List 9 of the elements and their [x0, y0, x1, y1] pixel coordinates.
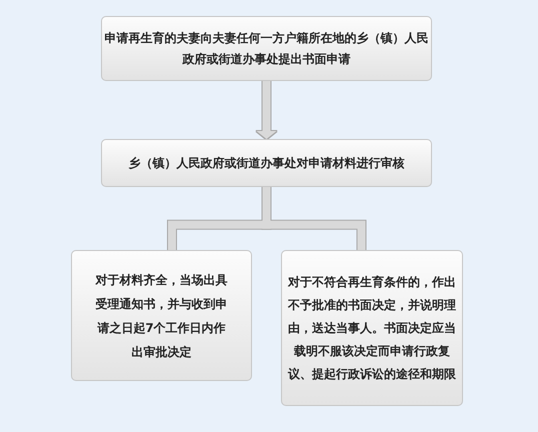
step-text: 乡（镇）人民政府或街道办事处对申请材料进行审核 — [128, 155, 404, 172]
step-text: 申请再生育的夫妻向夫妻任何一方户籍所在地的乡（镇）人民政府或街道办事处提出书面申请 — [104, 30, 429, 68]
process-box — [101, 139, 432, 187]
step-text: 对于材料齐全，当场出具受理通知书，并与收到申请之日起7个工作日内作出审批决定 — [94, 272, 228, 360]
step-text: 对于不符合再生育条件的，作出不予批准的书面决定，并说明理由，送达当事人。书面决定应当载明不服该决定而申请行政复议、提起行政诉讼的途径和期限 — [286, 274, 457, 382]
process-box — [71, 250, 252, 381]
process-box — [101, 16, 432, 81]
block-arrow — [256, 81, 276, 139]
process-box — [281, 250, 463, 406]
